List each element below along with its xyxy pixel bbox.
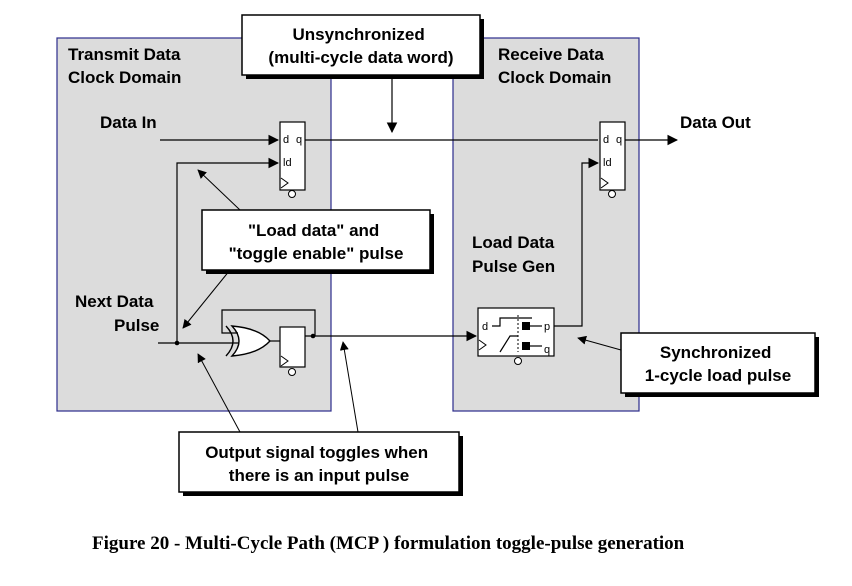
load-callout-arrow-up bbox=[197, 169, 241, 211]
xor-gate bbox=[225, 325, 271, 357]
transmit-domain-label: Transmit Data Clock Domain bbox=[68, 45, 185, 87]
output-callout-arrow-right bbox=[339, 341, 359, 433]
sync-callout-box bbox=[620, 332, 816, 394]
next-data-pulse-label: Next Data Pulse bbox=[75, 292, 159, 335]
unsync-callout-box bbox=[241, 14, 481, 76]
load-callout-arrow-down bbox=[182, 269, 231, 329]
svg-text:ld: ld bbox=[603, 157, 612, 169]
next-data-pulse-junction bbox=[174, 340, 180, 346]
output-callout-box bbox=[178, 431, 460, 493]
load-callout-box bbox=[201, 209, 431, 271]
svg-text:q: q bbox=[296, 134, 302, 146]
transmit-load-wire bbox=[176, 157, 280, 343]
output-callout-arrow-left bbox=[197, 353, 241, 433]
figure-caption: Figure 20 - Multi-Cycle Path (MCP ) form… bbox=[92, 533, 685, 554]
svg-text:ld: ld bbox=[283, 157, 292, 169]
data-in-label: Data In bbox=[100, 113, 157, 132]
svg-text:d: d bbox=[283, 134, 289, 146]
output-callout-text: Output signal toggles when there is an i… bbox=[205, 443, 433, 485]
transmit-data-register: d q ld bbox=[279, 121, 306, 198]
data-out-label: Data Out bbox=[680, 113, 751, 132]
unsync-callout-text: Unsynchronized (multi-cycle data word) bbox=[268, 25, 453, 67]
pulse-generator: d p q bbox=[477, 307, 555, 365]
svg-text:d: d bbox=[482, 321, 488, 333]
svg-text:d: d bbox=[603, 134, 609, 146]
toggle-flip-flop bbox=[279, 326, 306, 376]
sync-callout-text: Synchronized 1-cycle load pulse bbox=[645, 343, 791, 385]
sync-callout-arrow bbox=[577, 335, 622, 351]
toggle-output-junction bbox=[310, 333, 316, 339]
receive-load-wire bbox=[554, 157, 600, 327]
load-callout-text: "Load data" and "toggle enable" pulse bbox=[229, 221, 404, 263]
svg-text:p: p bbox=[544, 321, 550, 333]
receive-data-register: d q ld bbox=[599, 121, 626, 198]
pulse-gen-label: Load Data Pulse Gen bbox=[472, 233, 559, 276]
receive-domain-label: Receive Data Clock Domain bbox=[498, 45, 611, 87]
svg-text:q: q bbox=[544, 344, 550, 356]
svg-text:q: q bbox=[616, 134, 622, 146]
